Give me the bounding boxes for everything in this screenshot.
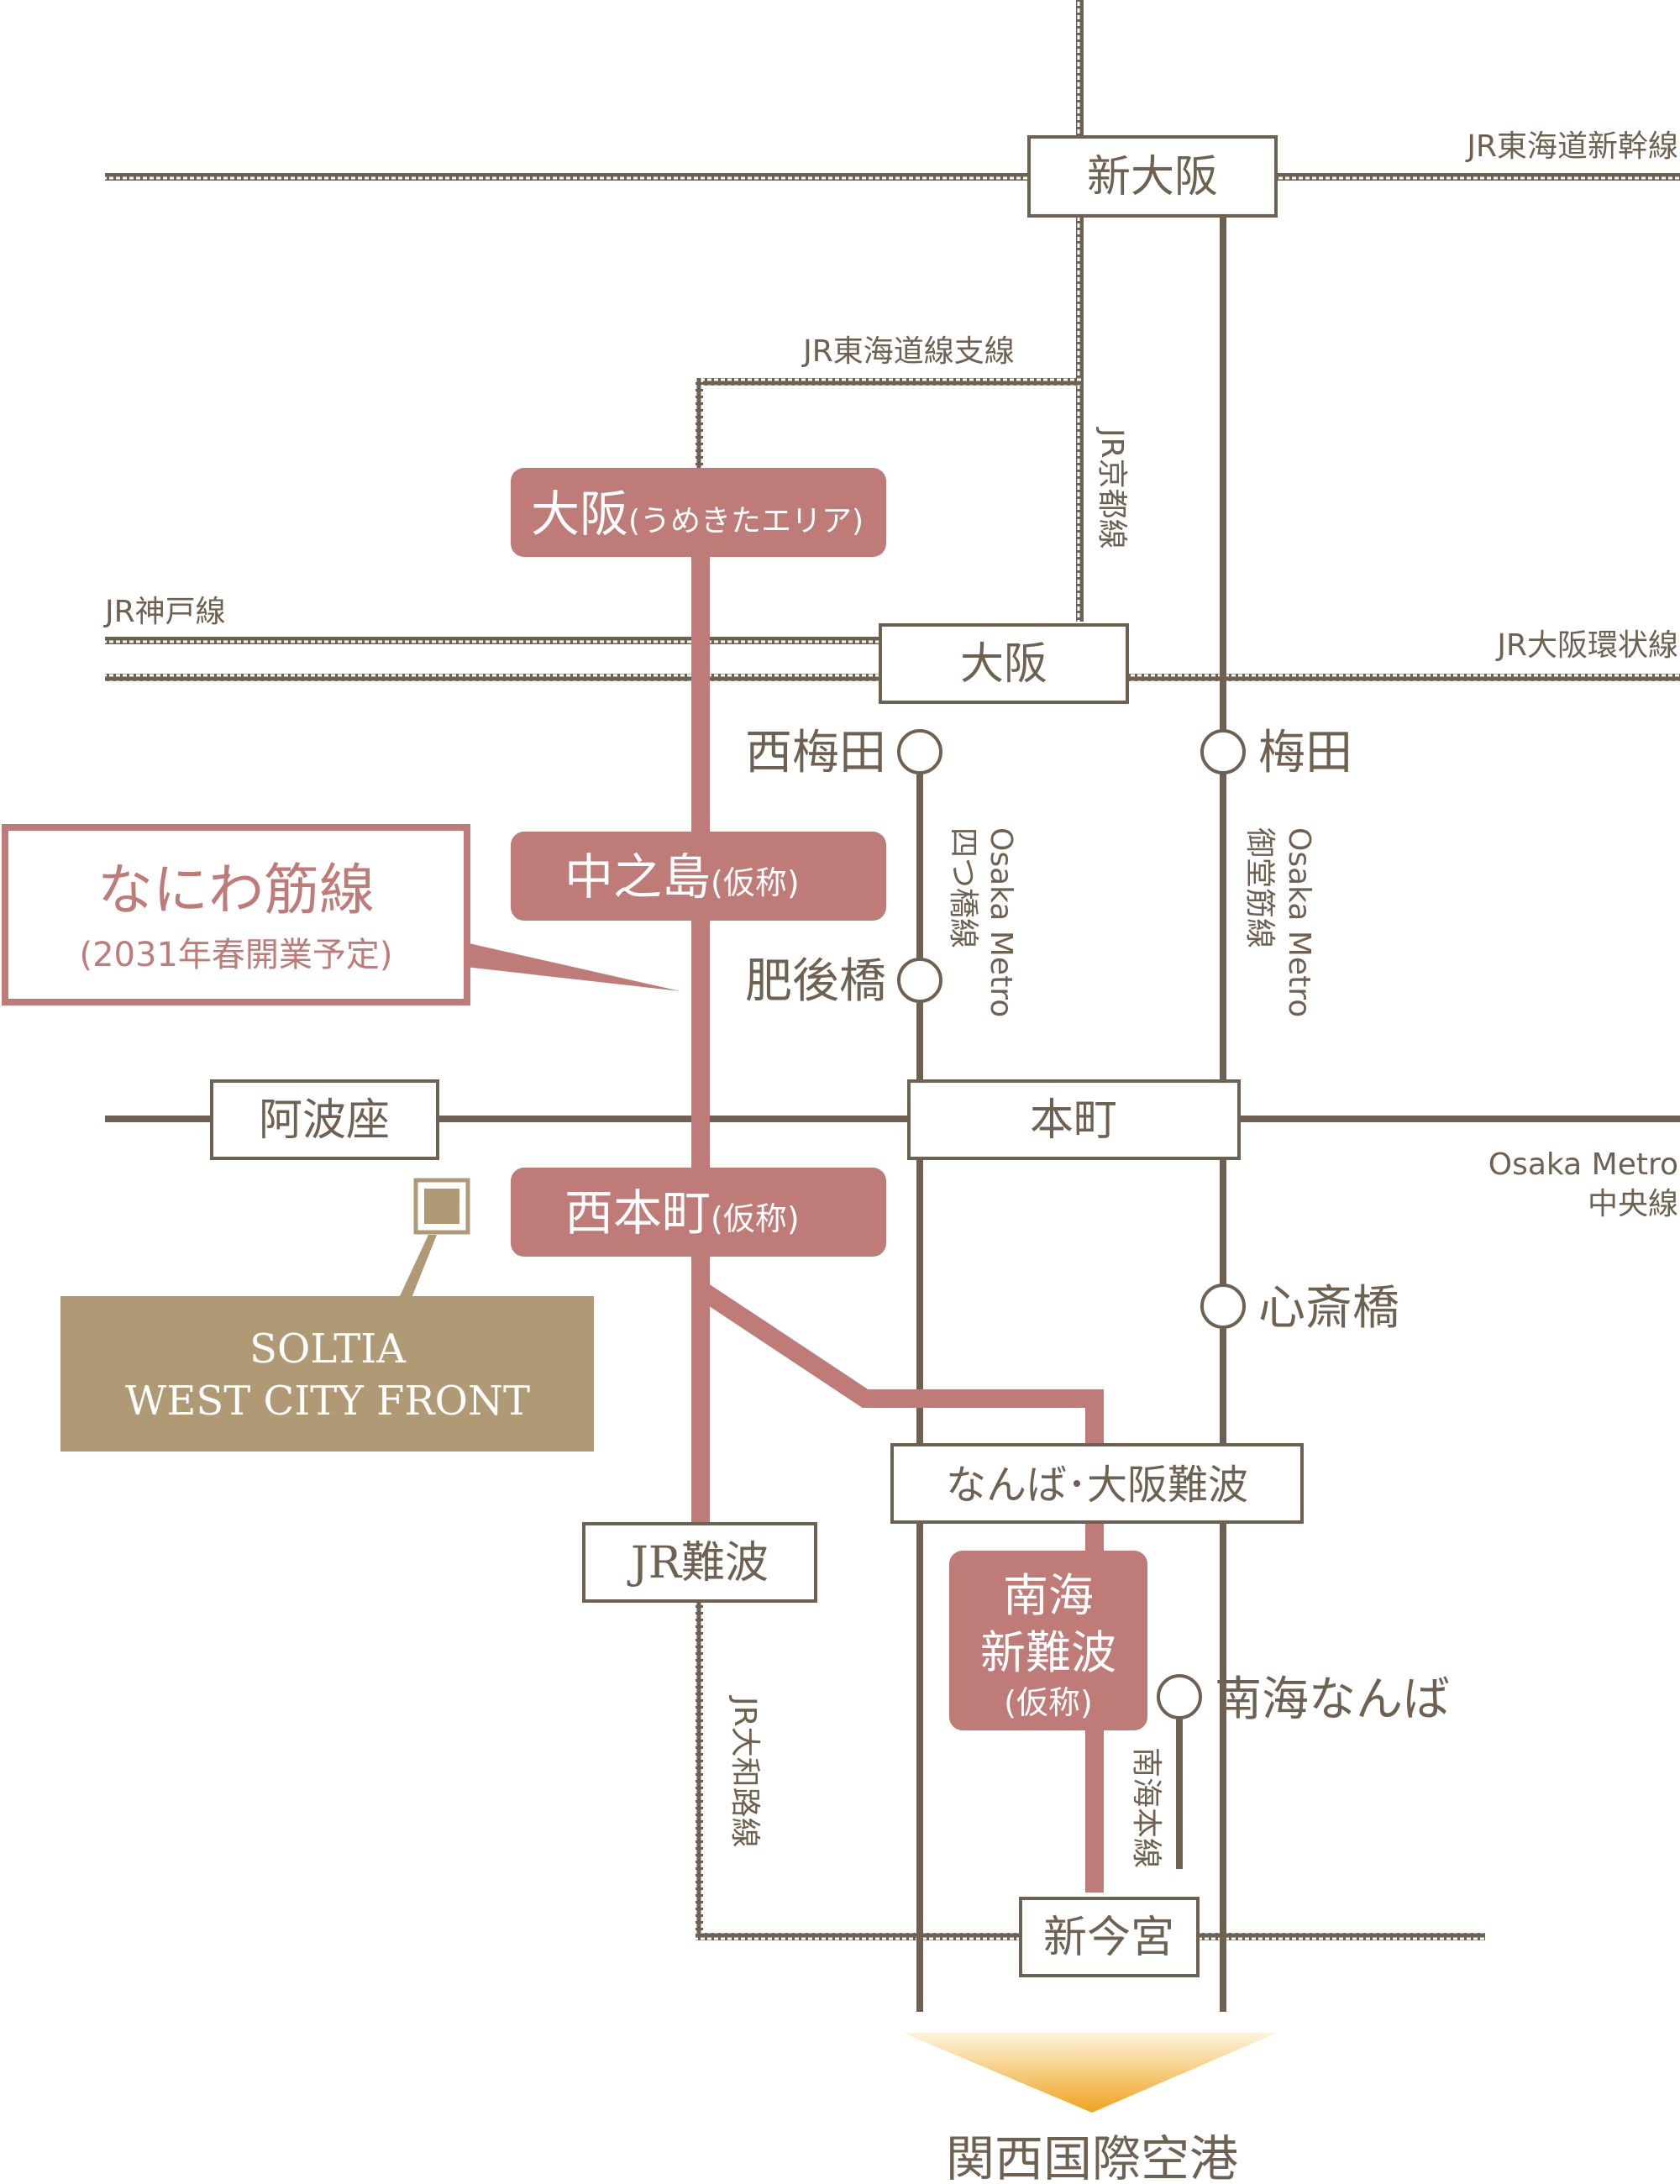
station-box-shin-imamiya xyxy=(1019,1897,1200,1977)
pink-box-nankai-shin-namba xyxy=(949,1551,1147,1730)
property-name-line2: WEST CITY FRONT xyxy=(125,1378,530,1425)
pink-box-osaka-umekita xyxy=(511,468,886,557)
station-circle-nishi-umeda xyxy=(897,729,942,774)
pink-label-osaka: 大阪(うめきたエリア) xyxy=(531,486,864,543)
station-box-jr-namba xyxy=(582,1522,817,1603)
airport-arrow xyxy=(903,2033,1277,2113)
line-label-kyoto: JR京都線 xyxy=(1095,427,1129,549)
jr-kyoto-line xyxy=(1076,0,1084,622)
station-name-namba-osaka-namba: なんば･大阪難波 xyxy=(946,1462,1248,1509)
pink-label-nankai-line1: 南海 xyxy=(1003,1569,1094,1622)
property-marker xyxy=(60,1178,594,1452)
property-square-inner xyxy=(424,1189,459,1224)
pink-label-nishi-hommachi: 西本町(仮称) xyxy=(564,1184,800,1242)
station-name-hommachi: 本町 xyxy=(1030,1095,1117,1146)
jr-tokaido-branch-line-h xyxy=(696,378,1084,386)
property-pointer xyxy=(399,1235,437,1298)
line-label-tokaido-shinkansen: JR東海道新幹線 xyxy=(1465,129,1678,164)
line-label-midosuji-1: Osaka Metro xyxy=(1282,827,1316,1017)
callout-pointer xyxy=(458,941,680,991)
station-box-hommachi xyxy=(907,1079,1241,1160)
station-name-nankai-namba: 南海なんば xyxy=(1215,1672,1450,1727)
jr-kobe-line xyxy=(105,637,1126,644)
station-name-shin-osaka: 新大阪 xyxy=(1087,152,1218,202)
pink-stations xyxy=(511,468,1147,1730)
station-name-higobashi: 肥後橋 xyxy=(745,954,886,1009)
line-label-yamatoji: JR大和路線 xyxy=(727,1695,762,1848)
line-label-nankai-main: 南海本線 xyxy=(1129,1747,1163,1868)
station-circle-nankai-namba xyxy=(1157,1674,1202,1719)
station-name-umeda: 梅田 xyxy=(1258,726,1352,780)
station-circle-umeda xyxy=(1200,729,1246,774)
jr-tokaido-shinkansen-line xyxy=(105,173,1680,181)
callout-box xyxy=(2,824,470,1005)
station-boxes xyxy=(210,135,1304,1977)
airport-label: 関西国際空港 xyxy=(946,2130,1238,2184)
property-label-box xyxy=(60,1296,594,1452)
station-box-shin-osaka xyxy=(1027,135,1278,218)
pink-label-nakanoshima: 中之島(仮称) xyxy=(564,848,800,906)
pink-box-nishi-hommachi xyxy=(511,1168,886,1257)
line-label-yotsubashi-2: 四つ橋線 xyxy=(946,827,980,948)
station-name-osaka: 大阪 xyxy=(960,639,1047,690)
station-name-shinsaibashi: 心斎橋 xyxy=(1258,1281,1399,1336)
naniwasuji-callout xyxy=(2,824,680,1005)
naniwasuji-title: なにわ筋線 xyxy=(97,858,375,922)
jr-yamatoji-line xyxy=(696,1579,703,1940)
naniwasuji-subtitle: (2031年春開業予定) xyxy=(79,936,392,974)
station-name-shin-imamiya: 新今宮 xyxy=(1043,1913,1174,1963)
station-circle-shinsaibashi xyxy=(1200,1284,1246,1329)
line-label-yotsubashi-1: Osaka Metro xyxy=(984,827,1018,1017)
station-box-osaka xyxy=(879,623,1129,704)
pink-label-nankai-line2: 新難波 xyxy=(980,1626,1116,1679)
station-circle-higobashi xyxy=(897,958,942,1003)
pink-label-nankai-line3: (仮称) xyxy=(1004,1684,1093,1721)
line-label-tokaido-branch: JR東海道線支線 xyxy=(801,334,1015,369)
station-name-awaza: 阿波座 xyxy=(259,1095,390,1146)
line-label-osaka-loop: JR大阪環状線 xyxy=(1495,628,1678,663)
pink-box-nakanoshima xyxy=(511,832,886,921)
station-box-awaza xyxy=(210,1079,439,1160)
line-label-midosuji-2: 御堂筋線 xyxy=(1242,827,1277,948)
circle-stations xyxy=(897,729,1246,1719)
line-label-chuo-1: Osaka Metro xyxy=(1488,1147,1678,1182)
station-name-nishi-umeda: 西梅田 xyxy=(745,726,886,780)
line-label-kobe: JR神戸線 xyxy=(103,595,226,629)
station-box-namba xyxy=(890,1443,1304,1524)
property-name-line1: SOLTIA xyxy=(249,1326,407,1373)
station-name-jr-namba: JR難波 xyxy=(627,1538,769,1588)
line-label-chuo-2: 中央線 xyxy=(1588,1187,1678,1221)
